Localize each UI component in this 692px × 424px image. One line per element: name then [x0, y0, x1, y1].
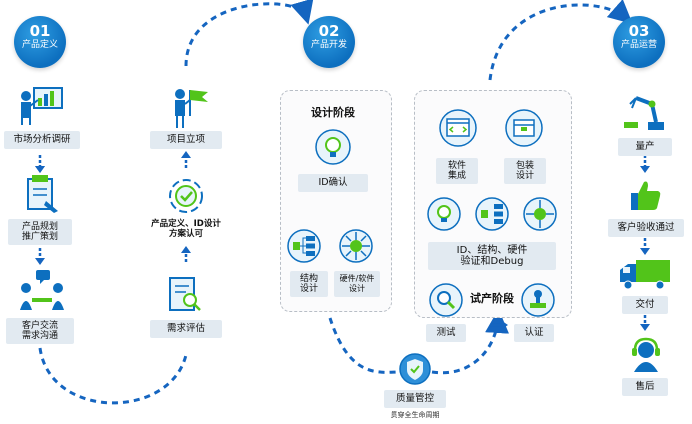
flag-person-icon: [175, 89, 208, 128]
structure-tree-icon: [287, 229, 321, 263]
label-project-initiation: 项目立项: [150, 131, 222, 149]
label-quality-lifecycle: 贯穿全生命周期: [390, 411, 440, 419]
label-hw-sw-design: 硬件/软件 设计: [334, 271, 380, 297]
arc-phase2-to-phase3: [488, 0, 633, 81]
arc-phase1-to-phase2: [184, 0, 314, 67]
label-id-confirm: ID确认: [298, 174, 368, 192]
circuit-chip-small-icon: [523, 197, 557, 231]
phase-3-number: 03: [628, 22, 650, 40]
label-customer-communication: 客户交流 需求沟通: [6, 318, 74, 344]
presentation-icon: [21, 87, 63, 125]
approve-cycle-icon: [169, 179, 203, 213]
thumbs-up-icon: [631, 181, 661, 210]
label-test: 测试: [426, 324, 466, 342]
label-customer-acceptance: 客户验收通过: [608, 219, 684, 237]
label-structure-design: 结构 设计: [290, 271, 328, 297]
label-market-research: 市场分析调研: [4, 131, 80, 149]
design-stage-title: 设计阶段: [311, 106, 355, 119]
label-verify-debug: ID、结构、硬件 验证和Debug: [428, 242, 556, 270]
lightbulb-small-icon: [427, 197, 461, 231]
shield-quality-icon: [399, 353, 431, 385]
trial-stage-title: 试产阶段: [470, 292, 514, 305]
label-requirement-evaluation: 需求评估: [150, 320, 222, 338]
lightbulb-icon: [315, 129, 351, 165]
label-product-planning: 产品规划 推广策划: [8, 219, 72, 245]
robot-arm-icon: [624, 96, 664, 130]
circuit-chip-icon: [339, 229, 373, 263]
code-window-icon: [439, 109, 477, 147]
certification-stamp-icon: [521, 283, 555, 317]
label-id-design-approval: 产品定义、ID设计 方案认可: [151, 219, 221, 239]
phase-1-title: 产品定义: [21, 40, 58, 50]
label-software-integration: 软件 集成: [436, 158, 478, 184]
label-delivery: 交付: [622, 296, 668, 314]
label-certification: 认证: [514, 324, 554, 342]
phase-2-circle: 02 产品开发: [303, 16, 355, 68]
planning-doc-icon: [27, 175, 58, 213]
phase-1-number: 01: [29, 22, 51, 40]
phase-3-circle: 03 产品运营: [613, 16, 665, 68]
headset-support-icon: [632, 337, 660, 372]
arc-quality-to-trial: [431, 309, 510, 375]
phase-3-title: 产品运营: [620, 40, 657, 50]
delivery-truck-icon: [620, 260, 670, 290]
phase-2-number: 02: [318, 22, 340, 40]
label-mass-production: 量产: [618, 138, 672, 156]
magnifier-test-icon: [429, 283, 463, 317]
phase-2-title: 产品开发: [310, 40, 347, 50]
phase-1-circle: 01 产品定义: [14, 16, 66, 68]
structure-tree-small-icon: [475, 197, 509, 231]
label-packaging-design: 包装 设计: [504, 158, 546, 184]
label-after-sales: 售后: [622, 378, 668, 396]
arc-dev-to-quality: [328, 317, 401, 374]
document-search-icon: [169, 277, 201, 311]
arc-bottom-left: [38, 347, 188, 405]
meeting-icon: [20, 270, 64, 310]
package-box-icon: [505, 109, 543, 147]
label-quality-control: 质量管控: [384, 390, 446, 408]
